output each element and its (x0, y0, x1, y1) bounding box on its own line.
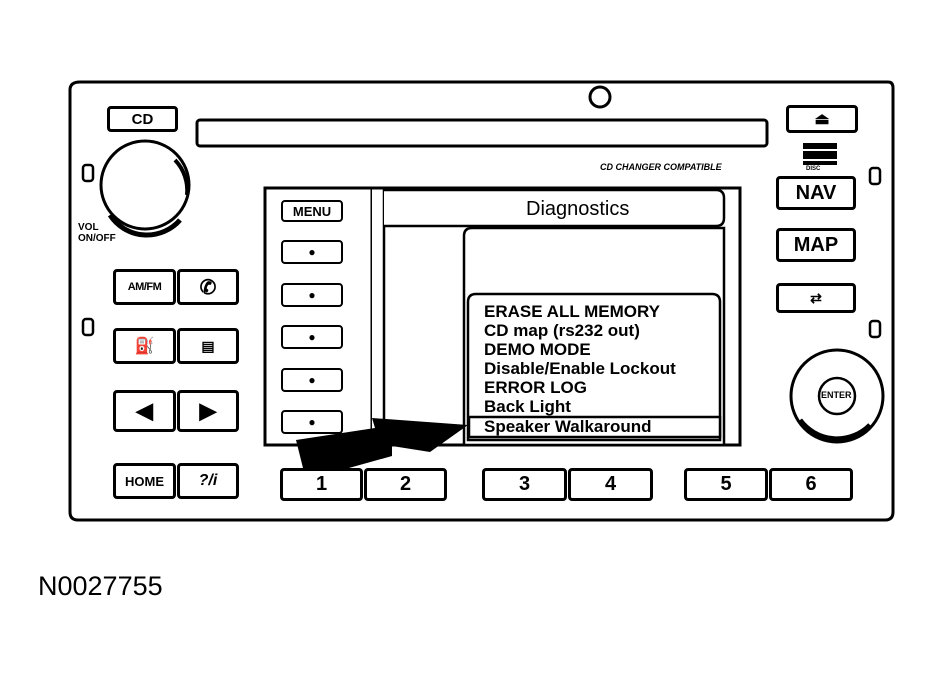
amfm-button[interactable]: AM/FM (113, 269, 176, 305)
map-button[interactable]: MAP (776, 228, 856, 262)
display-mode-button[interactable]: ⇄ (776, 283, 856, 313)
highlighted-row (467, 415, 722, 439)
trip-computer-icon: ▤ (201, 337, 215, 354)
soft-key-4[interactable]: ● (281, 368, 343, 392)
menu-item-error-log[interactable]: ERROR LOG (484, 378, 587, 397)
phone-button[interactable]: ✆ (177, 269, 239, 305)
nav-button[interactable]: NAV (776, 176, 856, 210)
screen-title-bar (384, 188, 726, 228)
menu-item-disable-enable-lockout[interactable]: Disable/Enable Lockout (484, 359, 676, 378)
phone-icon: ✆ (199, 276, 217, 299)
soft-key-dot: ● (308, 415, 316, 429)
soft-key-1[interactable]: ● (281, 240, 343, 264)
menu-item-speaker-walkaround[interactable]: Speaker Walkaround (484, 417, 652, 436)
cd-logo-label: DISC (806, 166, 821, 172)
preset-button-1[interactable]: 1 (280, 468, 363, 501)
display-swap-icon: ⇄ (810, 289, 822, 306)
preset-button-4[interactable]: 4 (568, 468, 653, 501)
enter-knob-inner (817, 376, 857, 416)
cd-logo (803, 143, 837, 165)
home-button[interactable]: HOME (113, 463, 176, 499)
soft-key-5[interactable]: ● (281, 410, 343, 434)
seek-right-button[interactable]: ▶ (177, 390, 239, 432)
menu-item-cd-map[interactable]: CD map (rs232 out) (484, 321, 640, 340)
menu-item-back-light[interactable]: Back Light (484, 397, 571, 416)
eject-icon: ⏏ (814, 111, 830, 128)
help-button[interactable]: ?/i (177, 463, 239, 499)
menu-item-demo-mode[interactable]: DEMO MODE (484, 340, 591, 359)
right-arrow-icon: ▶ (199, 398, 217, 423)
preset-button-5[interactable]: 5 (684, 468, 768, 501)
soft-key-2[interactable]: ● (281, 283, 343, 307)
menu-item-erase-all-memory[interactable]: ERASE ALL MEMORY (484, 302, 660, 321)
fuel-button[interactable]: ⛽ (113, 328, 176, 364)
soft-key-dot: ● (308, 288, 316, 302)
display-left-panel (263, 186, 374, 447)
soft-key-3[interactable]: ● (281, 325, 343, 349)
cd-button[interactable]: CD (107, 106, 178, 132)
seek-left-button[interactable]: ◀ (113, 390, 176, 432)
soft-key-dot: ● (308, 373, 316, 387)
preset-button-6[interactable]: 6 (769, 468, 853, 501)
cd-slot (195, 118, 769, 148)
eject-indicator-circle (588, 85, 612, 109)
trip-button[interactable]: ▤ (177, 328, 239, 364)
cd-changer-label: CD CHANGER COMPATIBLE (600, 162, 722, 172)
left-arrow-icon: ◀ (136, 398, 153, 423)
screen-title: Diagnostics (526, 198, 630, 220)
fuel-icon: ⛽ (134, 338, 155, 355)
eject-button[interactable]: ⏏ (786, 105, 858, 133)
enter-label: ENTER (821, 390, 852, 400)
preset-button-2[interactable]: 2 (364, 468, 447, 501)
figure-id: N0027755 (38, 571, 163, 601)
menu-list-box (466, 292, 722, 442)
volume-label: VOL ON/OFF (78, 222, 116, 244)
soft-key-dot: ● (308, 245, 316, 259)
volume-knob[interactable] (99, 139, 191, 231)
menu-button[interactable]: MENU (281, 200, 343, 222)
preset-button-3[interactable]: 3 (482, 468, 567, 501)
soft-key-dot: ● (308, 330, 316, 344)
